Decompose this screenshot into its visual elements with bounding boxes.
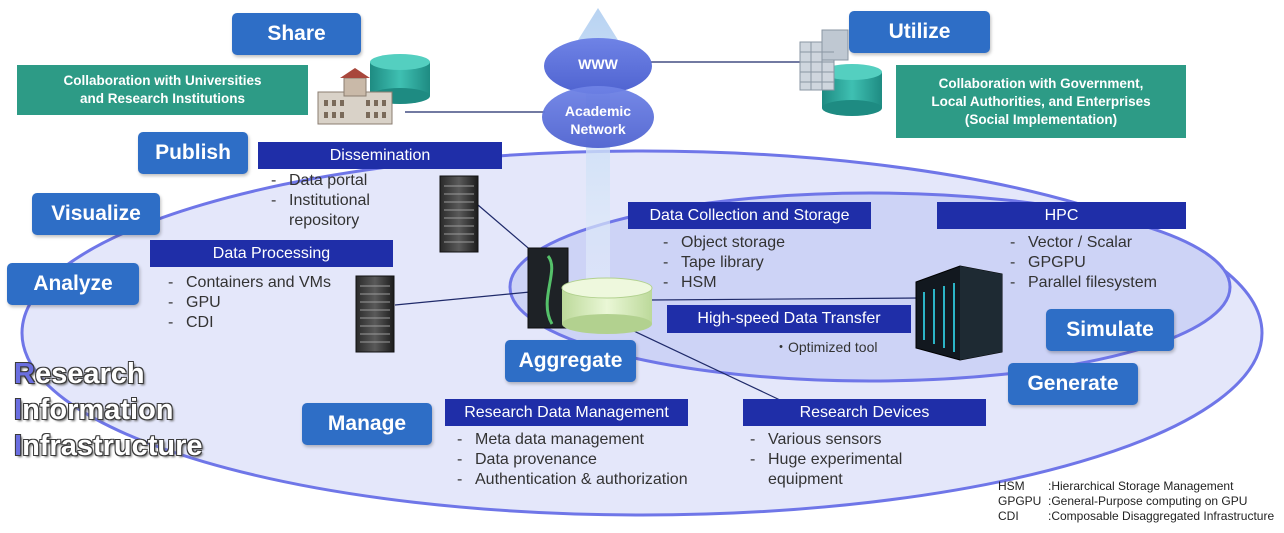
- publish-button[interactable]: Publish: [138, 132, 248, 174]
- academic-network-cloud: [542, 86, 654, 148]
- transfer-note: ・Optimized tool: [774, 339, 878, 355]
- dissemination-list: -Data portal -Institutional repository: [271, 172, 370, 229]
- academic-network-label: Academic Network: [564, 103, 632, 137]
- visualize-button[interactable]: Visualize: [32, 193, 160, 235]
- devices-header: Research Devices: [743, 399, 986, 426]
- manage-button[interactable]: Manage: [302, 403, 432, 445]
- simulate-button[interactable]: Simulate: [1046, 309, 1174, 351]
- data-collection-list: -Object storage -Tape library -HSM: [663, 234, 786, 291]
- supercomputer-icon: [915, 265, 1003, 361]
- utilize-button[interactable]: Utilize: [849, 11, 990, 53]
- www-label: WWW: [578, 56, 618, 72]
- rdm-list: -Meta data management -Data provenance -…: [457, 431, 688, 488]
- share-button[interactable]: Share: [232, 13, 361, 55]
- rdm-header: Research Data Management: [445, 399, 688, 426]
- database-cylinder-icon: [822, 64, 882, 116]
- hpc-list: -Vector / Scalar -GPGPU -Parallel filesy…: [1010, 234, 1157, 291]
- devices-list: -Various sensors -Huge experimental equi…: [750, 431, 903, 488]
- data-collection-header: Data Collection and Storage: [628, 202, 871, 229]
- abbreviation-notes: HSM:Hierarchical Storage Management GPGP…: [998, 479, 1275, 523]
- collab-government-box: Collaboration with Government, Local Aut…: [896, 65, 1186, 138]
- data-processing-header: Data Processing: [150, 240, 393, 267]
- aggregate-server-icon: [527, 247, 569, 329]
- transfer-header: High-speed Data Transfer: [667, 305, 911, 333]
- government-building-icon: [799, 29, 849, 91]
- dissemination-header: Dissemination: [258, 142, 502, 169]
- hpc-header: HPC: [937, 202, 1186, 229]
- collab-universities-box: Collaboration with Universities and Rese…: [17, 65, 308, 115]
- www-cloud: [544, 38, 652, 94]
- generate-button[interactable]: Generate: [1008, 363, 1138, 405]
- university-building-icon: [317, 68, 393, 125]
- analyze-button[interactable]: Analyze: [7, 263, 139, 305]
- server-rack-icon: [355, 275, 395, 353]
- rii-title: Research Information Infrastructure: [14, 358, 203, 462]
- server-rack-icon: [439, 175, 479, 253]
- aggregate-button[interactable]: Aggregate: [505, 340, 636, 382]
- aggregate-storage-cylinder-icon: [561, 277, 653, 334]
- data-processing-list: -Containers and VMs -GPU -CDI: [168, 274, 331, 331]
